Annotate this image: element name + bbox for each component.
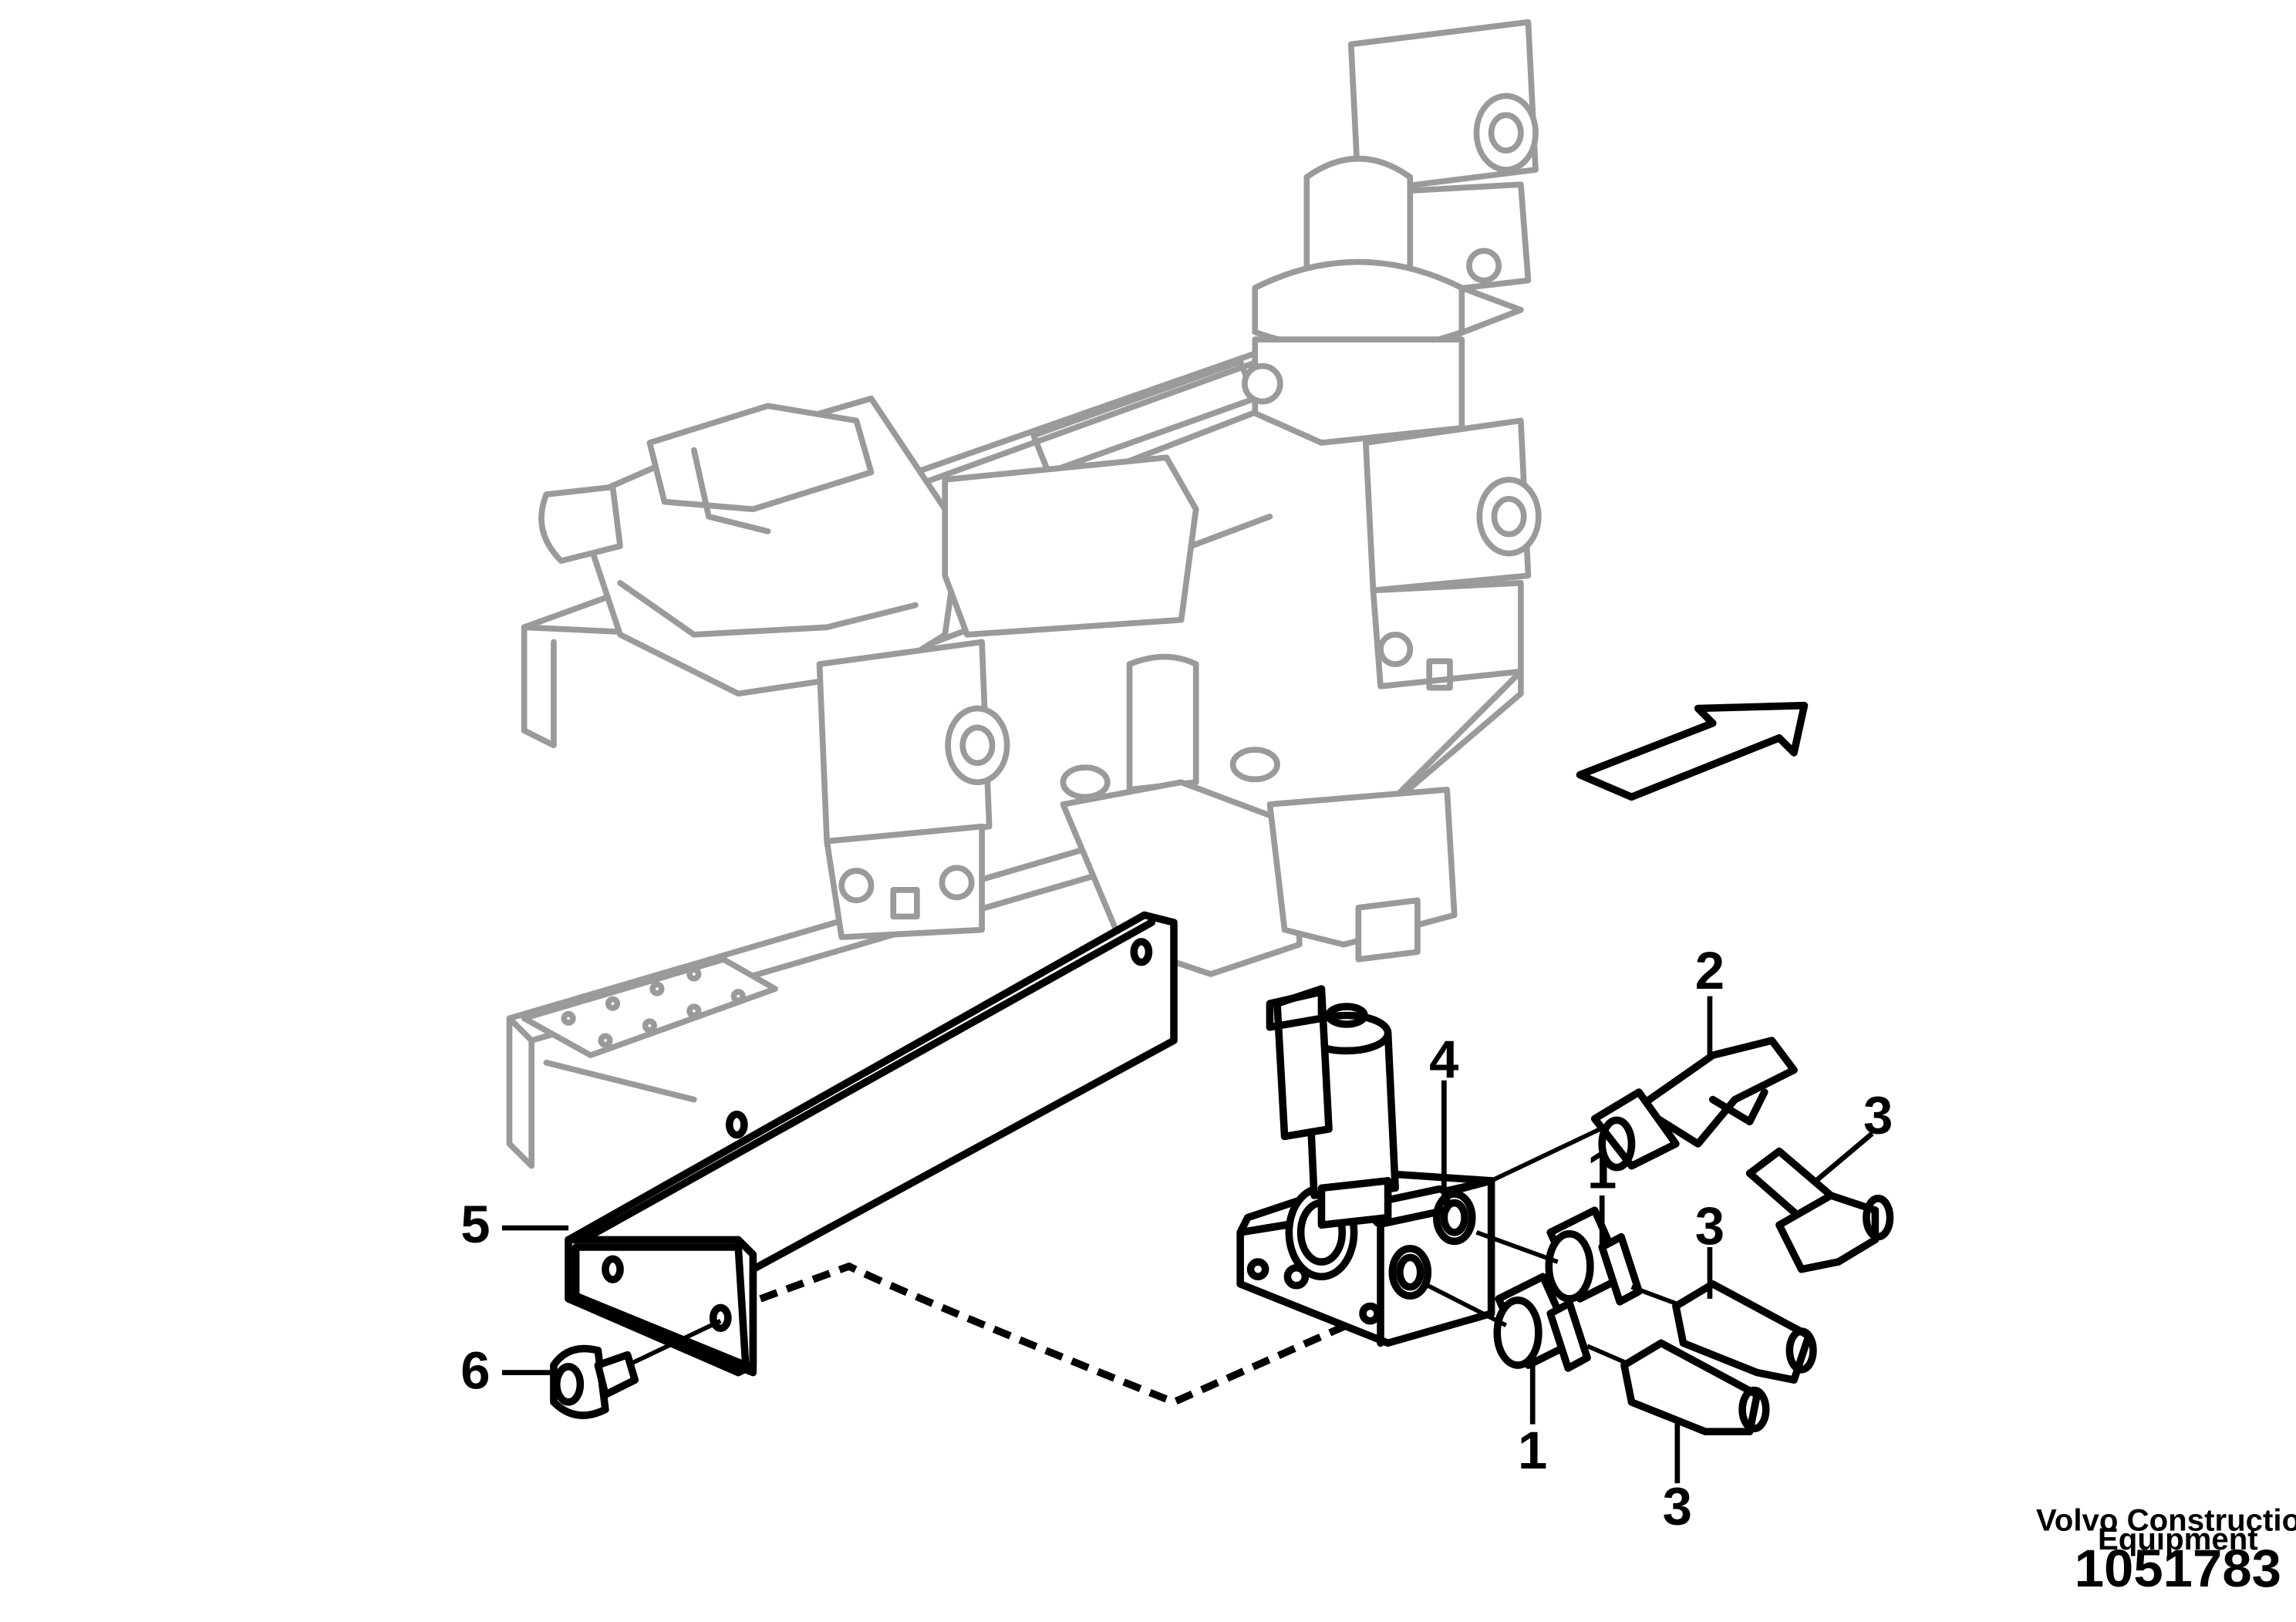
existing-valve-assembly [506,19,1542,1169]
callout-4: 4 [1429,1030,1458,1089]
middle-solenoid-valve [1363,417,1542,691]
straight-fitting-upper [1630,1280,1817,1384]
large-valve-body [538,395,1199,697]
adapter-fitting-upper [1475,1206,1643,1306]
leader-lines [501,996,1874,1484]
footer: Volvo Construction Equipment 1051783 [2036,1502,2296,1598]
brand-name-line1: Volvo Construction [2036,1502,2296,1537]
callout-1-upper: 1 [1587,1140,1617,1199]
mounting-bracket [565,911,1178,1377]
callout-3-elbow: 3 [1863,1086,1893,1145]
tee-fitting [1490,1037,1798,1183]
drawing-number: 1051783 [2075,1539,2281,1598]
callout-labels: 1 1 2 3 3 3 4 5 6 [460,941,1893,1536]
lower-solenoid-valve [816,639,1010,940]
pressure-valve [1242,156,1465,446]
callout-1-lower: 1 [1518,1421,1547,1480]
perforated-plate [521,956,778,1059]
elbow-fitting [1745,1147,1894,1273]
straight-fitting-lower [1586,1339,1770,1435]
solenoid-valve-block [1236,985,1495,1347]
callout-3-middle: 3 [1695,1196,1725,1256]
brand-name-line2: Equipment [2098,1522,2258,1556]
upper-solenoid-valve [1347,19,1539,298]
dashed-connection-line [759,1262,1375,1407]
callout-3-lower: 3 [1663,1477,1692,1536]
adapter-fitting-lower [1424,1273,1591,1372]
flange-bolt [550,1319,722,1419]
callout-6: 6 [460,1341,490,1401]
callout-2: 2 [1695,941,1725,1000]
callout-5: 5 [460,1195,490,1254]
direction-arrow [1576,701,1809,801]
